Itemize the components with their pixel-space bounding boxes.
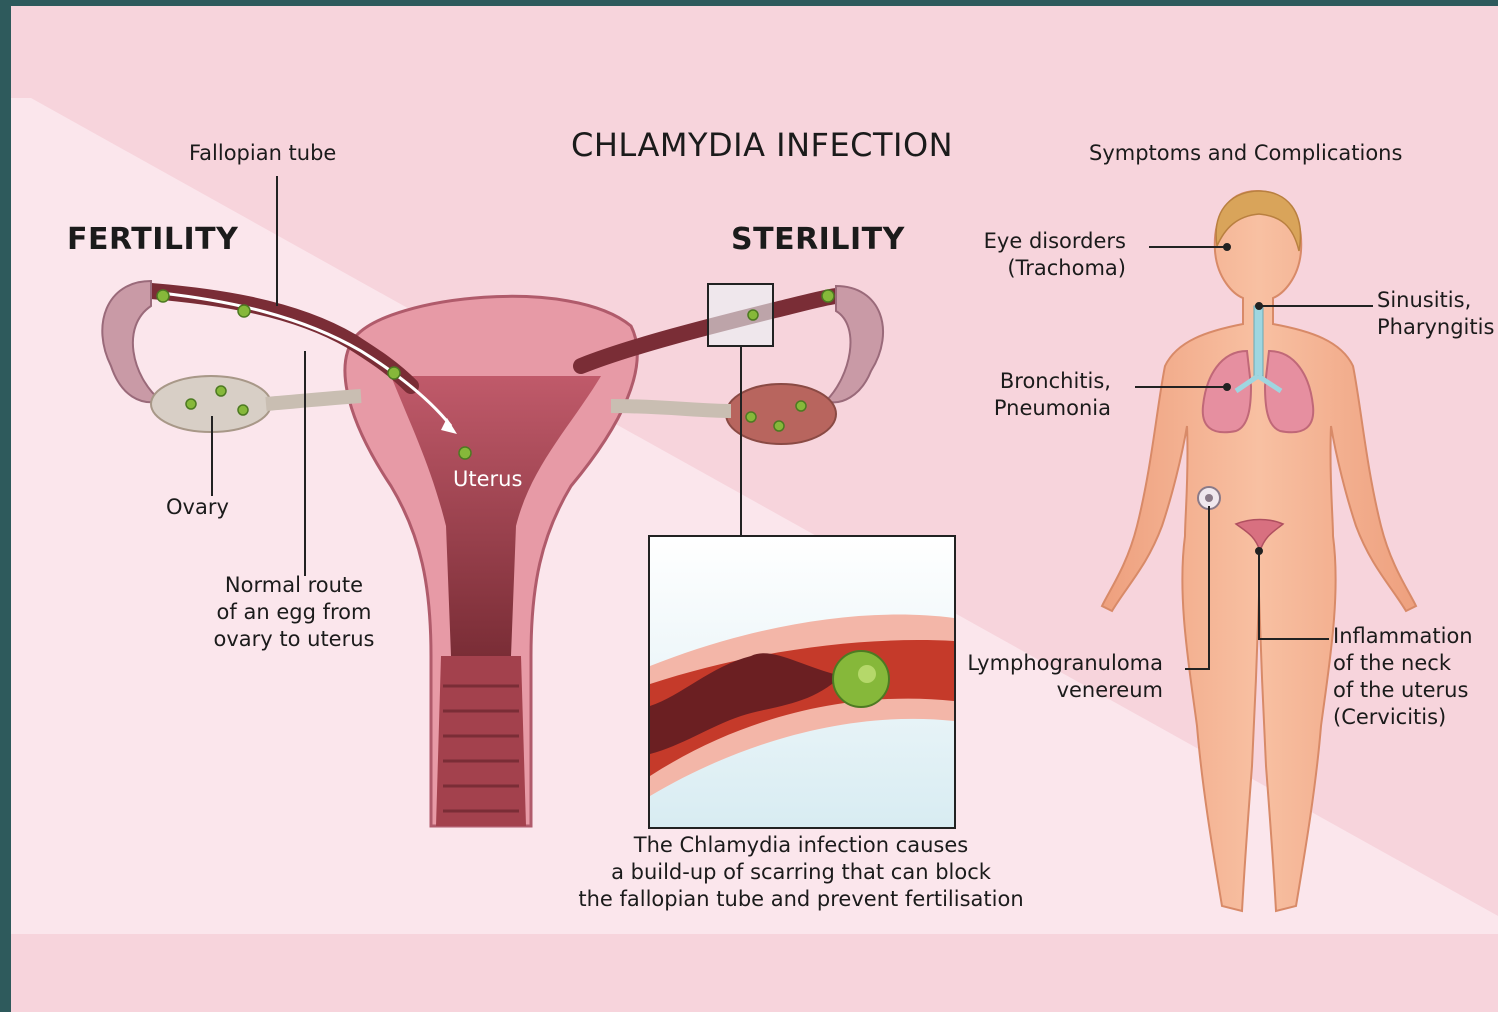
fallopian-tube-label: Fallopian tube bbox=[189, 140, 336, 167]
inset-tube-detail bbox=[649, 536, 955, 828]
left-ovarian-ligament bbox=[266, 396, 361, 404]
zoom-box bbox=[708, 284, 773, 346]
lymphogranuloma-label: Lymphogranuloma venereum bbox=[951, 650, 1163, 704]
bottom-strip bbox=[11, 934, 1498, 1012]
zoom-box-egg bbox=[748, 310, 758, 320]
infection-caption: The Chlamydia infection causes a build-u… bbox=[551, 832, 1051, 913]
sinusitis-label: Sinusitis, Pharyngitis bbox=[1377, 287, 1494, 341]
normal-route-label: Normal route of an egg from ovary to ute… bbox=[209, 572, 379, 653]
sterility-heading: STERILITY bbox=[731, 226, 905, 253]
right-ovarian-ligament bbox=[611, 406, 731, 411]
right-ovary bbox=[726, 384, 836, 444]
trachea bbox=[1254, 306, 1263, 376]
uterus-label: Uterus bbox=[453, 466, 522, 493]
bronchitis-label: Bronchitis, Pneumonia bbox=[971, 368, 1111, 422]
ovary-label: Ovary bbox=[166, 494, 229, 521]
cervix bbox=[436, 656, 526, 826]
cervicitis-label: Inflammation of the neck of the uterus (… bbox=[1333, 623, 1473, 731]
main-title: CHLAMYDIA INFECTION bbox=[571, 132, 953, 159]
fertility-heading: FERTILITY bbox=[67, 226, 238, 253]
inset-egg-nucleus bbox=[858, 665, 876, 683]
infographic-frame: CHLAMYDIA INFECTION FERTILITY Fallopian … bbox=[11, 6, 1498, 1012]
eye-disorders-label: Eye disorders (Trachoma) bbox=[961, 228, 1126, 282]
symptoms-heading: Symptoms and Complications bbox=[1089, 140, 1402, 167]
